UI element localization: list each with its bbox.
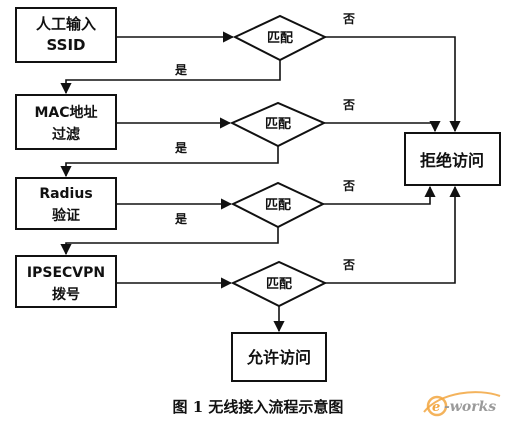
no-label-1: 否 bbox=[342, 12, 355, 26]
step-manual-ssid-line2: SSID bbox=[47, 36, 86, 54]
step-ipsec: IPSECVPN 拨号 bbox=[15, 255, 117, 308]
reject-label: 拒绝访问 bbox=[420, 151, 484, 170]
edge-yes-1 bbox=[60, 60, 281, 95]
logo-works-text: -works bbox=[444, 399, 496, 415]
no-label-3: 否 bbox=[342, 179, 355, 193]
reject-box: 拒绝访问 bbox=[404, 132, 501, 186]
edge-no-2 bbox=[324, 120, 441, 133]
edge-no-3 bbox=[323, 185, 436, 205]
no-label-4: 否 bbox=[342, 258, 355, 272]
step-mac-filter-line1: MAC地址 bbox=[34, 104, 97, 121]
step-radius-line2: 验证 bbox=[52, 207, 80, 224]
step-mac-filter: MAC地址 过滤 bbox=[15, 94, 117, 150]
step-radius: Radius 验证 bbox=[15, 177, 117, 230]
edge-no-4 bbox=[325, 185, 461, 284]
decision-1-label: 匹配 bbox=[267, 31, 293, 46]
logo-e-letter: e bbox=[432, 400, 440, 415]
decision-1: 匹配 bbox=[232, 14, 328, 62]
step-manual-ssid: 人工输入 SSID bbox=[15, 7, 117, 63]
step-ipsec-line2: 拨号 bbox=[52, 286, 80, 303]
edge-yes-3 bbox=[60, 227, 279, 256]
yes-label-3: 是 bbox=[174, 212, 188, 226]
logo-swoosh-icon bbox=[423, 391, 501, 413]
figure-caption: 图 1 无线接入流程示意图 bbox=[173, 398, 344, 416]
decision-3-label: 匹配 bbox=[265, 198, 291, 213]
no-label-2: 否 bbox=[342, 98, 355, 112]
step-manual-ssid-line1: 人工输入 bbox=[36, 15, 96, 33]
edge-yes-2 bbox=[60, 146, 279, 178]
decision-3: 匹配 bbox=[230, 181, 326, 229]
allow-box: 允许访问 bbox=[231, 332, 327, 382]
yes-label-2: 是 bbox=[174, 141, 188, 155]
allow-label: 允许访问 bbox=[246, 348, 311, 367]
decision-2-label: 匹配 bbox=[265, 117, 291, 132]
decision-2: 匹配 bbox=[229, 101, 327, 148]
edge-no-1 bbox=[325, 36, 461, 133]
yes-label-1: 是 bbox=[174, 63, 188, 77]
decision-4: 匹配 bbox=[230, 260, 328, 308]
step-ipsec-line1: IPSECVPN bbox=[27, 265, 105, 281]
step-radius-line1: Radius bbox=[39, 186, 92, 202]
step-mac-filter-line2: 过滤 bbox=[52, 126, 80, 143]
eworks-logo: e -works bbox=[423, 391, 501, 417]
decision-4-label: 匹配 bbox=[266, 277, 292, 292]
logo-e-ring-icon bbox=[426, 395, 448, 417]
